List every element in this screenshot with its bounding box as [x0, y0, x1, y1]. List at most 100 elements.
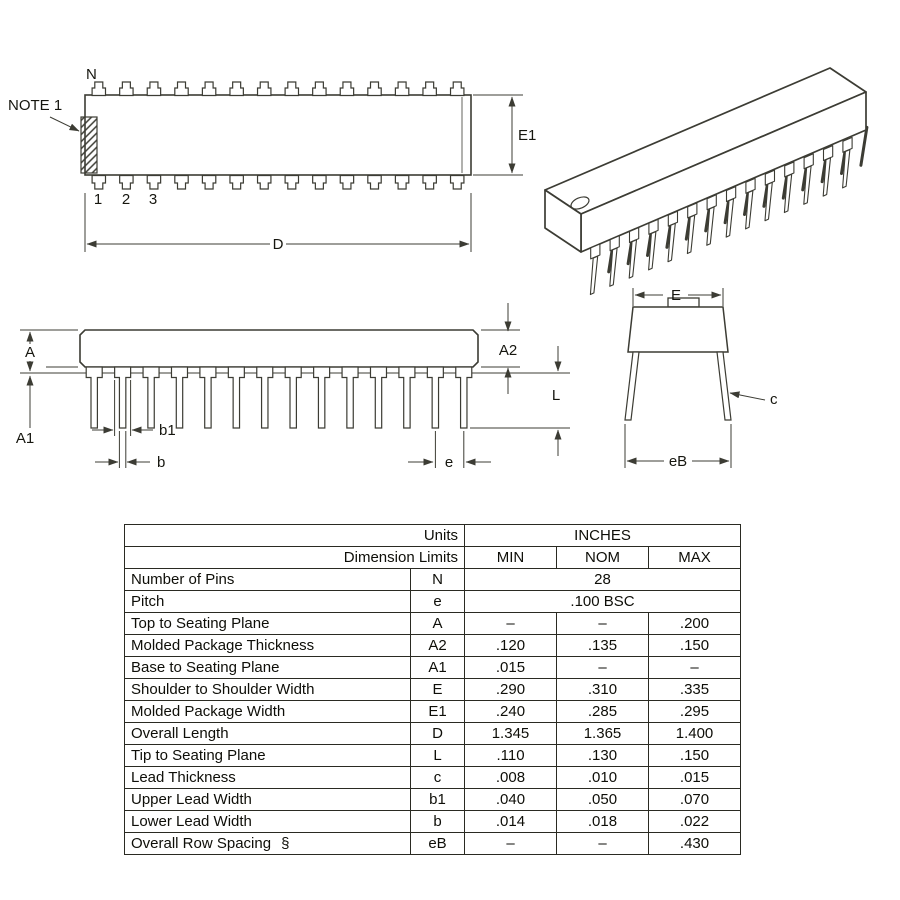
cell-symbol: L — [410, 744, 465, 767]
col-header-nom: NOM — [556, 546, 649, 569]
cell-min: .120 — [464, 634, 557, 657]
cell-symbol: b — [410, 810, 465, 833]
dim-label-l: L — [552, 387, 560, 404]
cell-nom: .010 — [556, 766, 649, 789]
table-row: Lead Thickness c .008 .010 .015 — [124, 766, 742, 789]
cell-min: – — [464, 612, 557, 635]
cell-symbol: E — [410, 678, 465, 701]
pin3-number: 3 — [149, 191, 157, 208]
dim-label-a: A — [25, 344, 35, 361]
inches-label: INCHES — [463, 524, 742, 547]
cell-symbol: c — [410, 766, 465, 789]
dim-label-c: c — [770, 391, 778, 408]
table-row: Tip to Seating Plane L .110 .130 .150 — [124, 744, 742, 767]
cell-dimension-name: Pitch — [124, 590, 411, 613]
dim-label-d: D — [273, 236, 284, 253]
package-body-side-view — [79, 329, 479, 368]
pin-count-label: N — [86, 66, 97, 83]
footnote-marker: § — [281, 835, 290, 852]
dim-label-e-width: E — [671, 287, 681, 304]
cell-nom: – — [556, 832, 649, 855]
cell-nom: 1.365 — [556, 722, 649, 745]
table-header-row-units: Units INCHES — [124, 524, 742, 547]
cell-dimension-name: Lead Thickness — [124, 766, 411, 789]
pin1-dimple — [570, 196, 590, 210]
dimension-name-text: Overall Row Spacing — [131, 835, 272, 852]
end-view-lead-left — [624, 351, 640, 421]
side-view-leads — [85, 366, 473, 429]
cell-dimension-name: Shoulder to Shoulder Width — [124, 678, 411, 701]
table-row: Base to Seating Plane A1 .015 – – — [124, 656, 742, 679]
cell-dimension-name: Overall Row Spacing § — [124, 832, 411, 855]
table-row: Overall Row Spacing § eB – – .430 — [124, 832, 742, 855]
cell-symbol: A — [410, 612, 465, 635]
cell-min: .110 — [464, 744, 557, 767]
cell-dimension-name: Number of Pins — [124, 568, 411, 591]
table-row: Molded Package Thickness A2 .120 .135 .1… — [124, 634, 742, 657]
cell-min: .240 — [464, 700, 557, 723]
table-row: Pitch e .100 BSC — [124, 590, 742, 613]
cell-symbol: E1 — [410, 700, 465, 723]
table-row: Top to Seating Plane A – – .200 — [124, 612, 742, 635]
cell-symbol: N — [410, 568, 465, 591]
cell-nom: .285 — [556, 700, 649, 723]
cell-min: .290 — [464, 678, 557, 701]
cell-symbol: e — [410, 590, 465, 613]
cell-max: .150 — [647, 634, 742, 657]
dim-label-a2: A2 — [499, 342, 517, 359]
cell-symbol: A1 — [410, 656, 465, 679]
table-header-row-limits: Dimension Limits MIN NOM MAX — [124, 546, 742, 569]
package-body-end-view — [627, 306, 729, 353]
cell-min: – — [464, 832, 557, 855]
dimension-lines-top-view — [49, 94, 523, 252]
cell-nom: .310 — [556, 678, 649, 701]
table-row: Upper Lead Width b1 .040 .050 .070 — [124, 788, 742, 811]
cell-nom: – — [556, 656, 649, 679]
pin2-number: 2 — [122, 191, 130, 208]
top-view: N NOTE 1 1 2 3 D E1 — [8, 66, 536, 253]
cell-symbol: D — [410, 722, 465, 745]
cell-max: .022 — [647, 810, 742, 833]
cell-max: .430 — [647, 832, 742, 855]
cell-symbol: eB — [410, 832, 465, 855]
col-header-max: MAX — [647, 546, 742, 569]
cell-nom: .130 — [556, 744, 649, 767]
cell-value: .100 BSC — [463, 590, 742, 613]
mechanical-drawing: N NOTE 1 1 2 3 D E1 — [8, 66, 869, 471]
cell-symbol: A2 — [410, 634, 465, 657]
end-view-lead-right — [716, 351, 732, 421]
dim-label-e-pitch: e — [445, 454, 453, 471]
dimension-lines-side-view — [20, 303, 570, 468]
dim-label-b: b — [157, 454, 165, 471]
cell-max: .150 — [647, 744, 742, 767]
dim-label-a1: A1 — [16, 430, 34, 447]
package-body-top-view — [84, 94, 472, 176]
package-body-3d — [544, 67, 867, 253]
cell-nom: – — [556, 612, 649, 635]
side-view: A A1 A2 L b1 b e — [16, 303, 570, 471]
dim-label-eb: eB — [669, 453, 687, 470]
cell-value: 28 — [463, 568, 742, 591]
pin1-index-marker — [80, 116, 98, 174]
cell-dimension-name: Base to Seating Plane — [124, 656, 411, 679]
table-row: Overall Length D 1.345 1.365 1.400 — [124, 722, 742, 745]
cell-dimension-name: Molded Package Thickness — [124, 634, 411, 657]
cell-dimension-name: Overall Length — [124, 722, 411, 745]
dimension-lines-end-view — [624, 288, 766, 468]
table-row: Lower Lead Width b .014 .018 .022 — [124, 810, 742, 833]
note1-arrow — [49, 116, 80, 132]
cell-max: .070 — [647, 788, 742, 811]
cell-max: – — [647, 656, 742, 679]
cell-min: .040 — [464, 788, 557, 811]
dim-label-e1: E1 — [518, 127, 536, 144]
cell-max: .335 — [647, 678, 742, 701]
cell-nom: .018 — [556, 810, 649, 833]
cell-symbol: b1 — [410, 788, 465, 811]
body-end-face — [544, 189, 582, 253]
cell-min: .008 — [464, 766, 557, 789]
dim-label-b1: b1 — [159, 422, 176, 439]
cell-dimension-name: Lower Lead Width — [124, 810, 411, 833]
dimension-limits-label: Dimension Limits — [124, 546, 465, 569]
cell-min: .015 — [464, 656, 557, 679]
cell-dimension-name: Top to Seating Plane — [124, 612, 411, 635]
